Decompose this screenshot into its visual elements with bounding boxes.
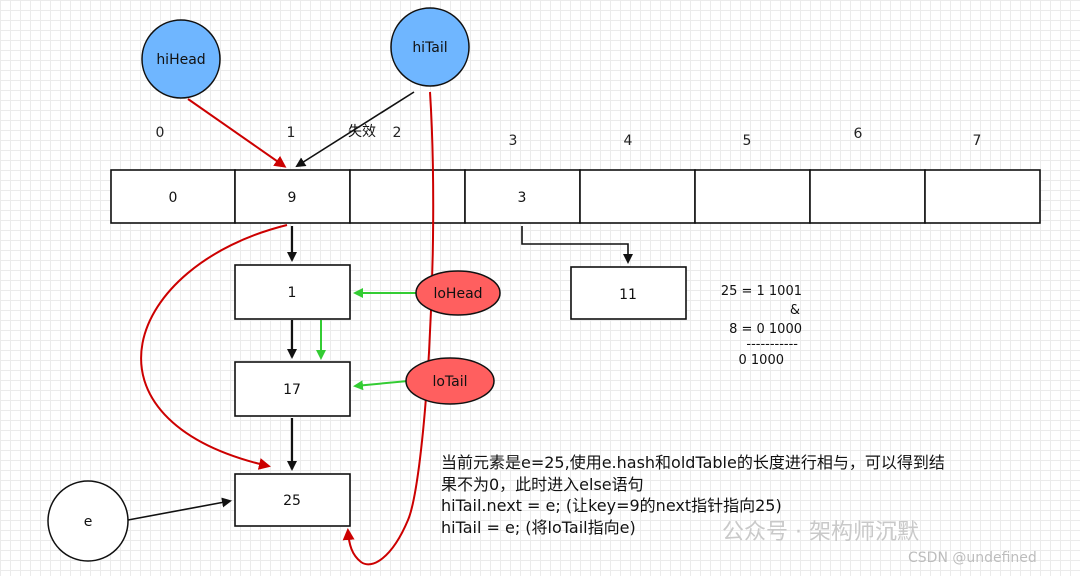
arrow-e-to-25 — [127, 497, 232, 521]
note-line-1: 当前元素是e=25,使用e.hash和oldTable的长度进行相与，可以得到结 — [441, 453, 945, 472]
chain-node-17 — [234, 361, 351, 417]
hihead-label: hiHead — [156, 52, 205, 68]
table-cell-2 — [349, 169, 466, 224]
calc-line-4: ----------- — [746, 337, 798, 352]
table-cell-5 — [694, 169, 811, 224]
lohead-pointer — [415, 270, 501, 316]
chain-node-25-label: 25 — [283, 493, 301, 509]
table-cell-1 — [234, 169, 351, 224]
index-label-3: 3 — [509, 133, 518, 149]
table-cell-4 — [579, 169, 696, 224]
index-label-0: 0 — [156, 125, 165, 141]
calc-line-1: 25 = 1 1001 — [720, 284, 802, 299]
chain-node-1 — [234, 264, 351, 320]
table-cell-value-1: 9 — [288, 190, 297, 206]
lohead-label: loHead — [433, 286, 482, 302]
calc-line-3: 8 = 0 1000 — [729, 322, 802, 337]
table-cell-3 — [464, 169, 581, 224]
explanation-note: 当前元素是e=25,使用e.hash和oldTable的长度进行相与，可以得到结… — [441, 452, 1041, 538]
chain-node-11-label: 11 — [619, 287, 637, 303]
binary-and-calculation: 25 = 1 1001 & 8 = 0 1000 ----------- 0 1… — [700, 282, 818, 370]
index-label-4: 4 — [624, 133, 633, 149]
chain-node-1-label: 1 — [288, 285, 297, 301]
chain-node-25 — [234, 473, 351, 527]
note-line-3: hiTail.next = e; (让key=9的next指针指向25) — [441, 496, 782, 515]
calc-line-2: & — [789, 303, 800, 318]
lotail-label: loTail — [432, 374, 467, 390]
arrow-hitail-old — [295, 91, 415, 168]
arrow-9-next-to-25 — [140, 224, 288, 470]
index-label-6: 6 — [854, 126, 863, 142]
lotail-pointer — [405, 357, 495, 405]
table-cell-6 — [809, 169, 926, 224]
note-line-2: 果不为0，此时进入else语句 — [441, 474, 644, 494]
e-pointer — [47, 480, 129, 562]
table-cell-value-0: 0 — [169, 190, 178, 206]
hitail-label: hiTail — [412, 40, 447, 56]
note-line-4: hiTail = e; (将loTail指向e) — [441, 517, 636, 537]
index-label-2: 2 — [393, 125, 402, 141]
wechat-watermark: 公众号 · 架构师沉默 — [722, 520, 919, 545]
table-cell-7 — [924, 169, 1041, 224]
chain-node-17-label: 17 — [283, 382, 301, 398]
arrow-lotail-to-17 — [353, 380, 409, 391]
e-label: e — [84, 514, 93, 530]
index-label-7: 7 — [973, 133, 982, 149]
table-cell-value-3: 3 — [518, 190, 527, 206]
calc-line-5: 0 1000 — [738, 353, 785, 368]
index-label-5: 5 — [743, 133, 752, 149]
hitail-pointer — [390, 7, 470, 87]
hihead-pointer — [141, 19, 221, 99]
csdn-credit: CSDN @undefined — [908, 550, 1037, 566]
arrow-3-to-11 — [521, 226, 633, 264]
index-label-1: 1 — [287, 125, 296, 141]
chain-node-11 — [570, 266, 687, 320]
arrow-hihead-to-9 — [187, 98, 287, 168]
invalid-label: 失效 — [348, 124, 376, 140]
arrow-hitail-to-25 — [342, 91, 435, 566]
